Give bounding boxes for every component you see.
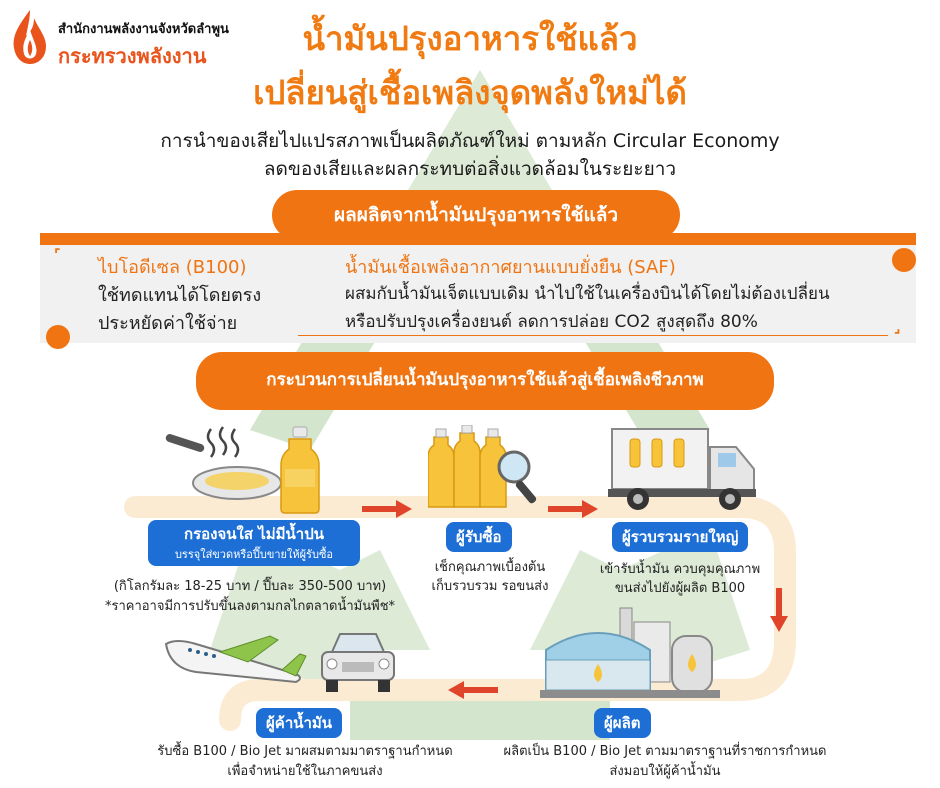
biodiesel-line1: ใช้ทดแทนได้โดยตรง <box>98 285 262 306</box>
step3-badge: ผู้รวบรวมรายใหญ่ <box>612 522 749 552</box>
arrow-left-icon <box>448 681 498 699</box>
products-band <box>40 233 916 343</box>
bottles-magnifier-icon <box>428 425 537 508</box>
saf-line2: หรือปรับปรุงเครื่องยนต์ ลดการปล่อย CO2 ส… <box>345 312 758 332</box>
step4-line2: ส่งมอบให้ผู้ค้าน้ำมัน <box>609 764 721 779</box>
frying-pan-icon <box>165 426 282 500</box>
ministry-flame-logo-icon <box>13 10 46 64</box>
step1-note1: (กิโลกรัมละ 18-25 บาท / ปี๊บละ 350-500 บ… <box>113 579 387 594</box>
step1-badge-line2: บรรจุใส่ขวดหรือปี๊บขายให้ผู้รับซื้อ <box>174 548 334 561</box>
decor-dot-left <box>46 325 70 349</box>
saf-underline <box>298 335 888 336</box>
biodiesel-line2: ประหยัดค่าใช้จ่าย <box>98 313 238 334</box>
step3-line1: เข้ารับน้ำมัน ควบคุมคุณภาพ <box>599 562 761 577</box>
biodiesel-title: ไบโอดีเซล (B100) <box>98 257 247 278</box>
decor-bracket-topleft: ⌜ <box>54 247 61 263</box>
refinery-factory-icon <box>540 607 720 698</box>
step4-line1: ผลิตเป็น B100 / Bio Jet ตามมาตราฐานที่รา… <box>503 744 827 759</box>
subtitle-line2: ลดของเสียและผลกระทบต่อสิ่งแวดล้อมในระยะย… <box>263 158 677 180</box>
step5-line1: รับซื้อ B100 / Bio Jet มาผสมตามมาตราฐานก… <box>157 744 453 759</box>
decor-dot-right <box>892 248 916 272</box>
step4-badge: ผู้ผลิต <box>594 708 651 738</box>
oil-bottle-icon <box>280 426 320 514</box>
products-heading: ผลผลิตจากน้ำมันปรุงอาหารใช้แล้ว <box>272 190 680 240</box>
step2-line1: เช็กคุณภาพเบื้องต้น <box>434 560 546 575</box>
saf-line1: ผสมกับน้ำมันเจ็ตแบบเดิม นำไปใช้ในเครื่อง… <box>345 284 830 304</box>
step5-badge: ผู้ค้าน้ำมัน <box>256 708 343 738</box>
arrow-right-icon <box>362 500 412 518</box>
step2-badge: ผู้รับซื้อ <box>446 522 512 552</box>
step5-line2: เพื่อจำหน่ายใช้ในภาคขนส่ง <box>227 764 383 779</box>
saf-title: น้ำมันเชื้อเพลิงอากาศยานแบบยั่งยืน (SAF) <box>345 257 676 278</box>
step1-badge <box>148 520 360 566</box>
step1-note2: *ราคาอาจมีการปรับขึ้นลงตามกลไกตลาดน้ำมัน… <box>104 599 396 614</box>
step1-badge-line1: กรองจนใส ไม่มีน้ำปน <box>184 525 324 543</box>
step3-line2: ขนส่งไปยังผู้ผลิต B100 <box>614 581 746 596</box>
airplane-icon <box>164 635 307 684</box>
page-title-line2: เปลี่ยนสู่เชื้อเพลิงจุดพลังใหม่ได้ <box>253 73 687 112</box>
arrow-down-icon <box>770 588 788 632</box>
decor-bracket-bottomright: ⌟ <box>894 320 901 336</box>
page-title-line1: น้ำมันปรุงอาหารใช้แล้ว <box>302 19 638 58</box>
org-name-line2: กระทรวงพลังงาน <box>58 44 207 68</box>
subtitle-line1: การนำของเสียไปแปรสภาพเป็นผลิตภัณฑ์ใหม่ ต… <box>160 130 780 152</box>
org-name-line1: สำนักงานพลังงานจังหวัดลำพูน <box>58 22 229 37</box>
step2-line2: เก็บรวบรวม รอขนส่ง <box>431 579 549 594</box>
process-heading: กระบวนการเปลี่ยนน้ำมันปรุงอาหารใช้แล้วสู… <box>196 352 774 410</box>
car-icon <box>321 633 395 692</box>
arrow-right-icon <box>548 500 598 518</box>
delivery-truck-icon <box>608 428 756 510</box>
